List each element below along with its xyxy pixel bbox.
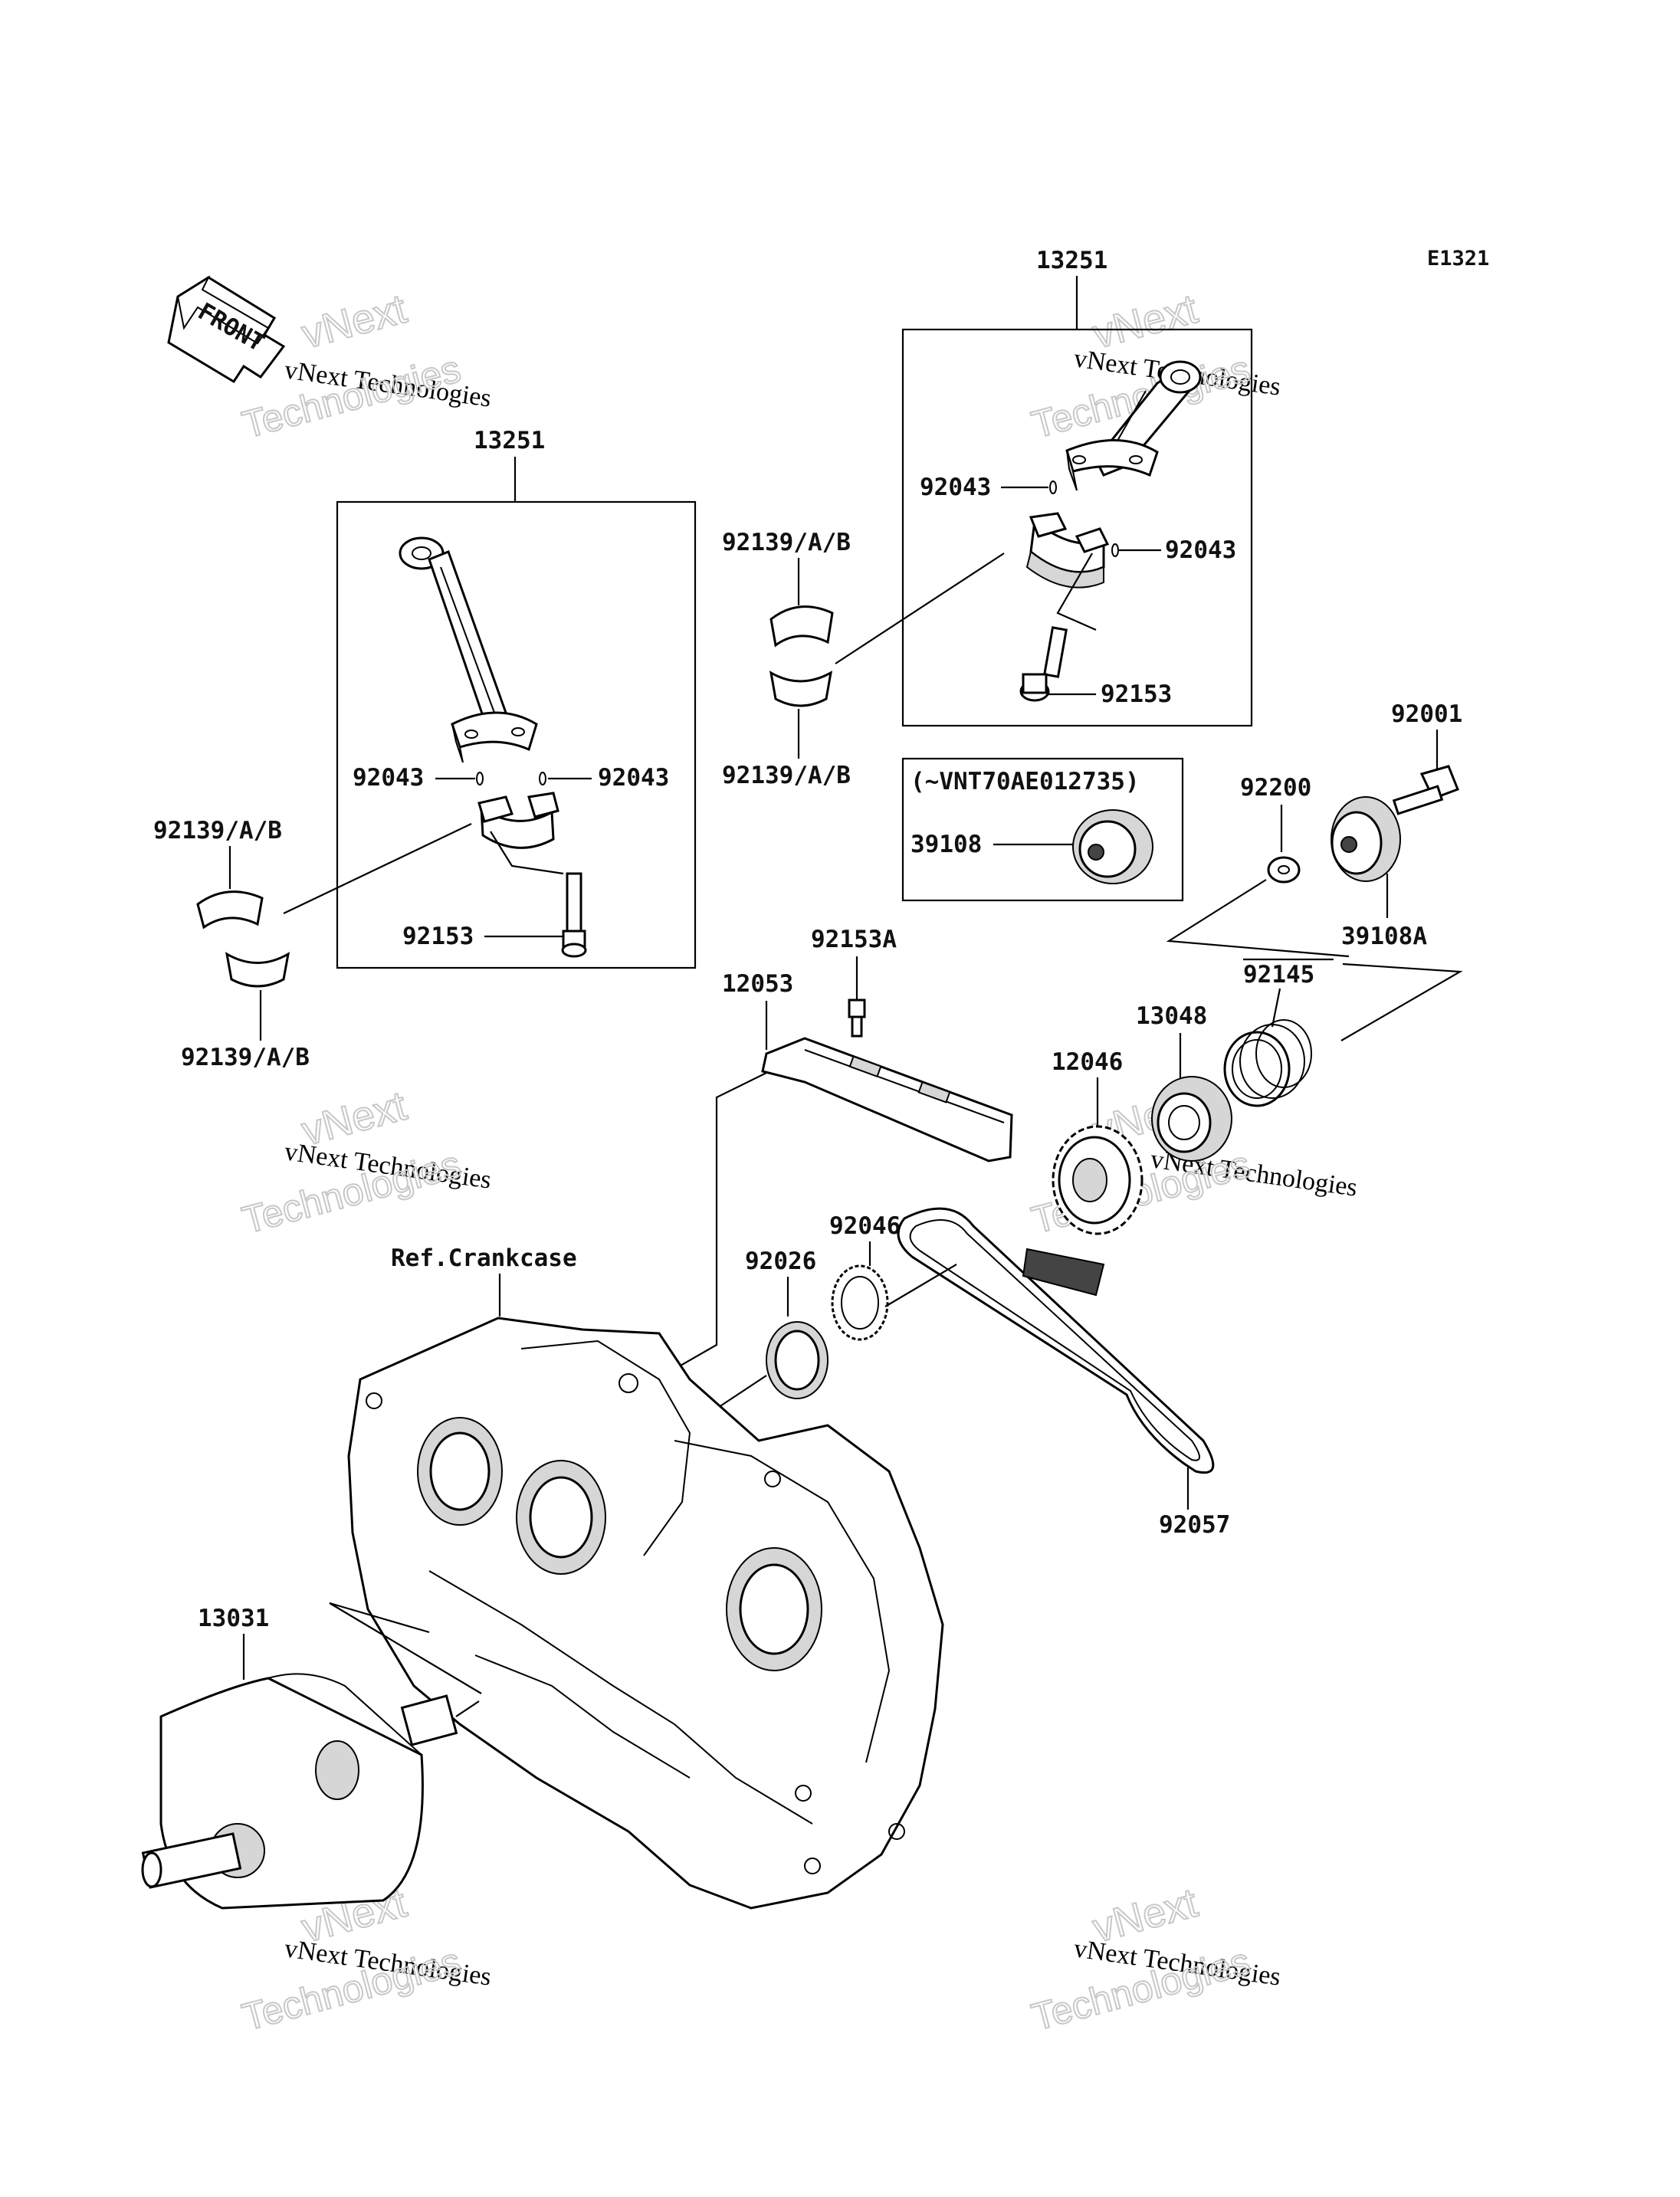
cam-chain-icon: 92057 [897,1207,1230,1539]
watermark-line1: vNext [1088,286,1203,358]
label-39108: 39108 [911,831,982,858]
conrod-box-frame [901,328,1253,727]
label-92139-left-top: 92139/A/B [153,817,282,844]
watermark-mid-left: vNext vNext Technologies Technologies [237,1082,493,1243]
label-92153-right: 92153 [1101,680,1172,708]
rod-cap-icon [477,792,559,849]
bolt-washer-cap-group: 92001 92200 39108A 92145 [1166,700,1463,1041]
watermark-line1: vNext [297,286,412,358]
serial-note-box: (~VNT70AE012735) 39108 [901,757,1184,902]
bearing-seal-group: 92046 92026 [704,1212,957,1417]
bearing-shells-left: 92139/A/B 92139/A/B [153,817,472,1071]
chain-guide-icon [761,1037,1013,1162]
label-92153-left: 92153 [402,923,474,950]
label-92139-right-bot: 92139/A/B [722,762,851,789]
label-ref-crankcase: Ref.Crankcase [391,1244,577,1272]
label-92153A: 92153A [811,926,897,953]
label-13031: 13031 [198,1605,269,1632]
label-92057: 92057 [1159,1511,1230,1539]
label-92046: 92046 [829,1212,901,1240]
label-12046: 12046 [1052,1048,1123,1076]
label-92001: 92001 [1391,700,1462,728]
spring-icon [1223,988,1312,1107]
conrod-box-left: 13251 92043 92043 92153 [336,427,697,969]
chain-guide-group: 92153A 12053 [658,926,1013,1379]
label-39108A: 39108A [1341,923,1427,950]
watermark-bottom-right: vNext vNext Technologies Technologies [1026,1879,1282,2040]
label-92139-right-top: 92139/A/B [722,529,851,556]
label-92043-left-right: 92043 [598,764,669,792]
diagram-code: E1321 [1427,247,1489,271]
seal-cap-icon [1072,809,1153,884]
connecting-rod-icon [1065,360,1202,491]
label-92145: 92145 [1243,961,1314,989]
bearing-shells-right: 92139/A/B 92139/A/B [722,529,1005,789]
serial-note-frame [901,757,1184,902]
label-92043-right-right: 92043 [1165,536,1236,564]
connecting-rod-icon [399,536,538,763]
needle-bearing-icon [831,1264,889,1341]
label-92200: 92200 [1240,774,1311,802]
label-92043-right-top: 92043 [920,474,991,501]
watermark-top-left: vNext vNext Technologies Technologies [237,285,493,448]
label-13251-left: 13251 [474,427,545,454]
oil-seal-icon [766,1321,829,1399]
label-92139-left-bot: 92139/A/B [181,1044,310,1071]
bolt-icon [1392,765,1459,815]
label-92043-left-left: 92043 [353,764,424,792]
rod-cap-icon [1025,512,1110,589]
guide-bolt-icon [848,998,866,1038]
washer-icon [1267,856,1301,884]
label-13048: 13048 [1136,1002,1207,1030]
conrod-box-right: 13251 92043 92043 9 [901,247,1253,727]
front-arrow-icon: FRONT [167,275,286,384]
serial-note: (~VNT70AE012735) [911,768,1140,795]
label-92026: 92026 [745,1248,816,1275]
label-12053: 12053 [722,970,793,998]
rod-bolt-icon [1019,626,1068,702]
sprocket-icon: 12046 [1052,1048,1144,1235]
crankshaft-icon: 13031 [141,1602,482,1910]
tensioner-icon: 13048 [1136,1002,1232,1162]
label-13251-right: 13251 [1036,247,1107,274]
crankcase-icon: Ref.Crankcase [347,1244,944,1910]
conrod-box-frame [336,500,697,969]
rod-bolt-icon [561,872,587,958]
cap-icon [1331,796,1401,882]
